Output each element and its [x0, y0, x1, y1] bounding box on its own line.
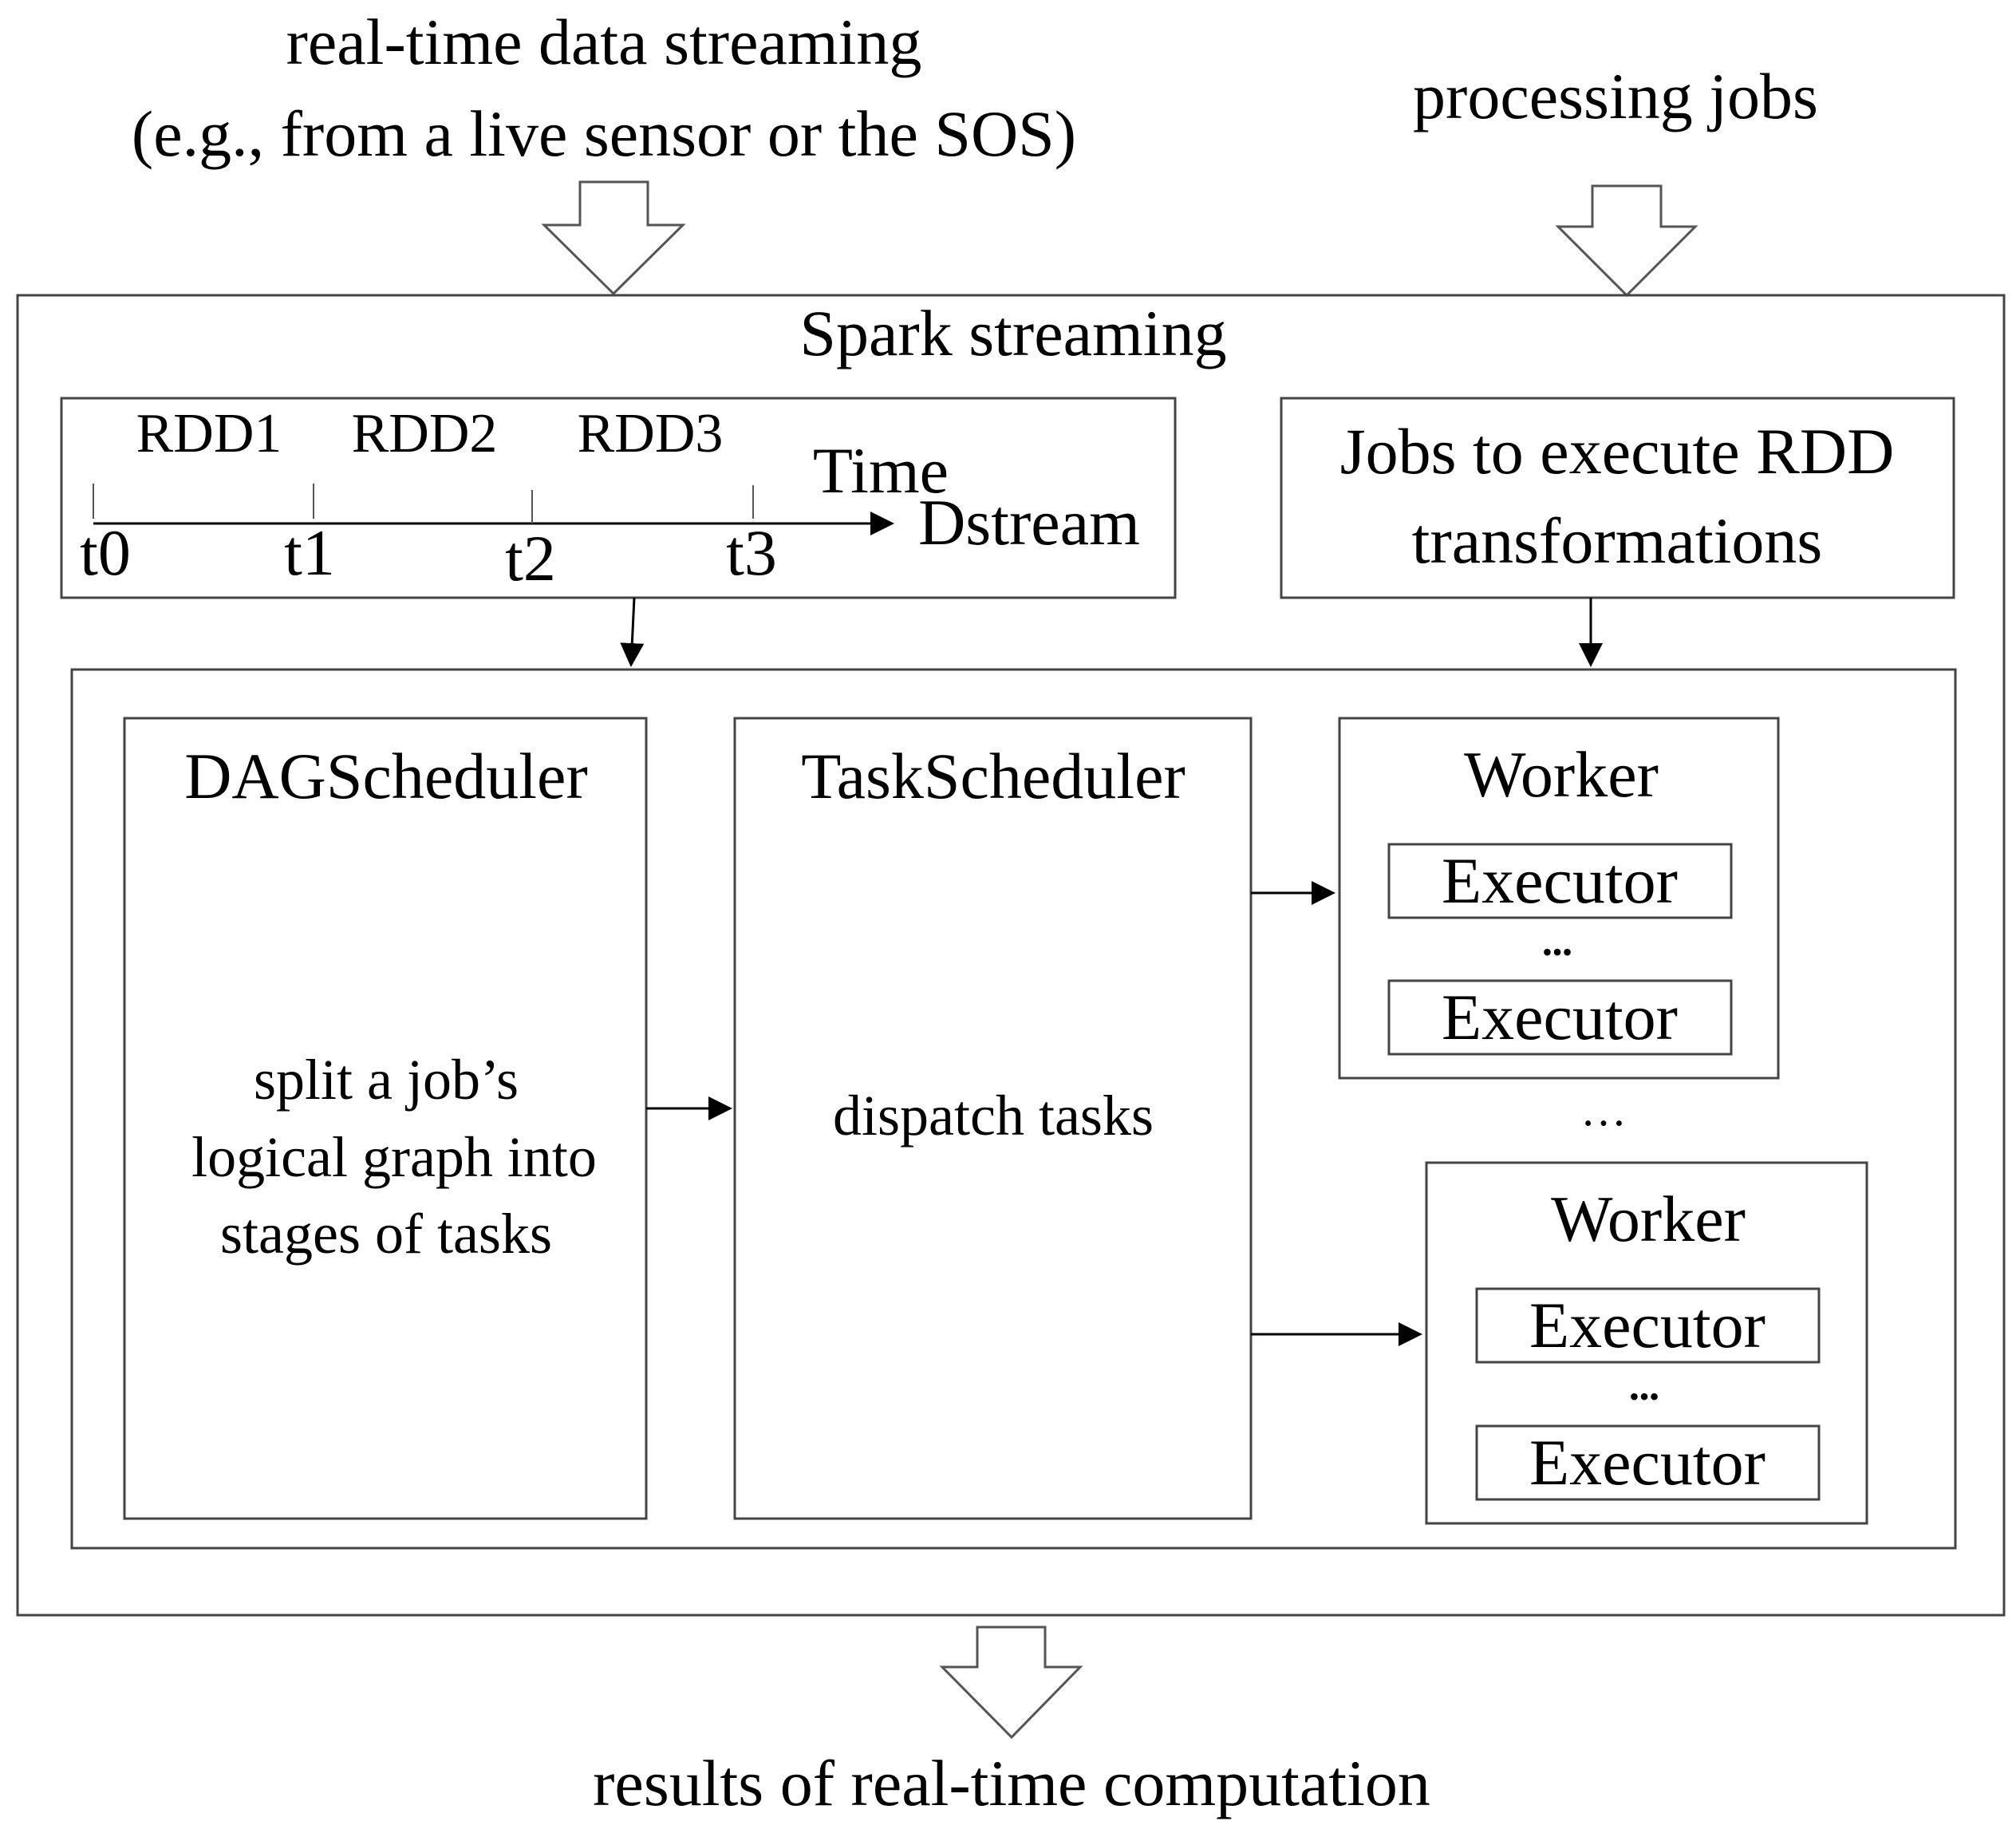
jobs-box-line2: transformations — [1412, 504, 1823, 577]
rdd3-label: RDD3 — [578, 403, 724, 464]
jobs-box — [1280, 397, 1955, 599]
worker1-title: Worker — [1464, 738, 1659, 811]
output-label: results of real-time computation — [593, 1747, 1430, 1819]
input-jobs-label: processing jobs — [1413, 60, 1818, 132]
task-scheduler-desc: dispatch tasks — [833, 1084, 1154, 1148]
spark-streaming-title: Spark streaming — [799, 297, 1226, 369]
dag-scheduler-desc-line3: stages of tasks — [220, 1202, 552, 1266]
tick-label-t0: t0 — [80, 516, 131, 589]
worker1-executor-dots: ••• — [1542, 936, 1572, 968]
worker1-box — [1338, 717, 1780, 1080]
rdd2-label: RDD2 — [352, 403, 498, 464]
between-workers-dots: … — [1580, 1084, 1627, 1136]
dag-scheduler-desc-line1: split a job’s — [254, 1048, 519, 1112]
worker1-executor-top-label: Executor — [1442, 844, 1678, 917]
tick-label-t1: t1 — [284, 516, 335, 589]
worker2-executor-top-label: Executor — [1529, 1289, 1765, 1361]
tick-label-t2: t2 — [505, 522, 556, 595]
worker2-box — [1425, 1161, 1868, 1525]
input-jobs-arrow — [1555, 184, 1698, 298]
worker1-executor-bottom-label: Executor — [1442, 981, 1678, 1053]
jobs-box-line1: Jobs to execute RDD — [1340, 415, 1895, 488]
dstream-box — [60, 397, 1177, 599]
input-streaming-label-line1: real-time data streaming — [286, 6, 922, 78]
rdd1-label: RDD1 — [136, 403, 282, 464]
tick-label-t3: t3 — [726, 516, 777, 589]
dag-scheduler-desc-line2: logical graph into — [191, 1125, 597, 1189]
output-arrow — [939, 1626, 1083, 1740]
worker2-executor-top-box — [1475, 1287, 1821, 1364]
task-scheduler-box — [733, 717, 1253, 1520]
worker2-executor-dots: ••• — [1629, 1381, 1659, 1412]
input-streaming-label-line2: (e.g., from a live sensor or the SOS) — [132, 97, 1076, 170]
task-scheduler-title: TaskScheduler — [801, 740, 1186, 812]
scheduler-area-box — [70, 668, 1957, 1550]
worker2-executor-bottom-box — [1475, 1424, 1821, 1501]
worker1-executor-bottom-box — [1387, 979, 1733, 1056]
dag-scheduler-title: DAGScheduler — [184, 740, 588, 812]
spark-streaming-box — [16, 294, 2006, 1617]
time-label: Time — [813, 434, 949, 507]
worker2-executor-bottom-label: Executor — [1529, 1426, 1765, 1499]
input-streaming-arrow — [541, 180, 686, 296]
worker2-title: Worker — [1551, 1183, 1746, 1255]
dag-scheduler-box — [123, 717, 648, 1520]
dstream-to-scheduler-arrow — [620, 597, 645, 667]
worker1-executor-top-box — [1387, 843, 1733, 919]
dstream-label: Dstream — [918, 486, 1140, 559]
